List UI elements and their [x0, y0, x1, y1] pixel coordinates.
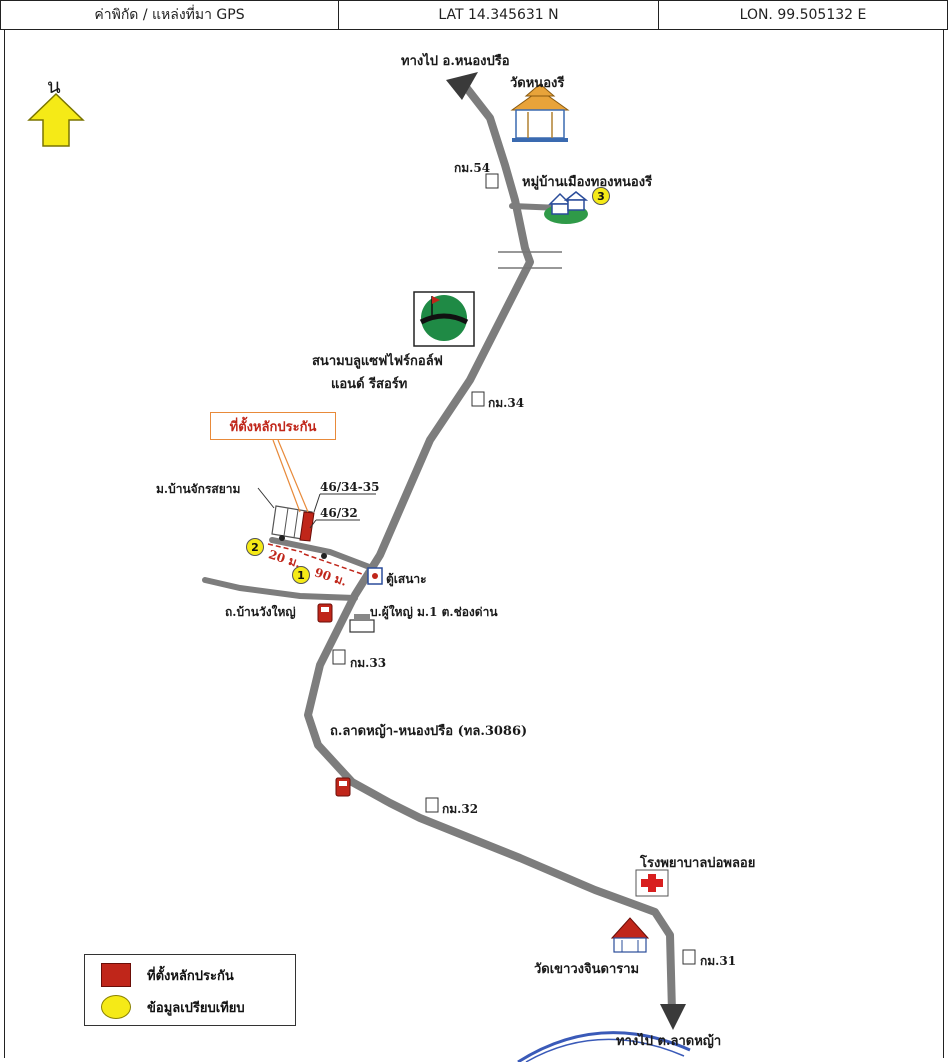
- legend-row-collateral: ที่ตั้งหลักประกัน: [85, 963, 234, 987]
- gas-station-icon-south: [335, 777, 351, 797]
- label-to-north: ทางไป อ.หนองปรือ: [401, 54, 510, 69]
- legend-swatch-yellow: [101, 995, 131, 1019]
- golf-course-icon: [413, 291, 475, 347]
- temple-icon-north: [510, 83, 570, 142]
- distance-20m-arrow: [267, 543, 303, 553]
- north-road-arrow: [446, 72, 478, 100]
- label-temple-north: วัดหนองรี: [510, 76, 565, 91]
- label-ban-jak: ม.บ้านจักรสยาม: [156, 482, 241, 496]
- collateral-callout: ที่ตั้งหลักประกัน: [210, 412, 336, 440]
- hospital-icon: [635, 869, 669, 897]
- label-to-south: ทางไป ต.ลาดหญ้า: [616, 1034, 722, 1049]
- map-legend: ที่ตั้งหลักประกัน ข้อมูลเปรียบเทียบ: [84, 954, 296, 1026]
- soi-road: [269, 537, 375, 571]
- collateral-plots: [271, 505, 315, 542]
- village-icon: [544, 191, 589, 224]
- distance-90m-arrow: [303, 553, 363, 575]
- km-post-icon-33: [332, 649, 346, 665]
- label-road-name: ถ.ลาดหญ้า-หนองปรือ (ทล.3086): [330, 724, 528, 739]
- label-temple-south: วัดเขาวงจินดาราม: [534, 962, 640, 977]
- label-km33: กม.33: [350, 656, 387, 670]
- label-kiosk: ตู้เสนาะ: [386, 572, 427, 586]
- phone-kiosk-icon: [367, 567, 383, 585]
- comparison-marker-1: 1: [292, 566, 310, 584]
- wang-yai-road: [202, 577, 358, 601]
- gas-station-icon: [317, 603, 333, 623]
- main-road: [304, 78, 676, 1016]
- label-golf-line1: สนามบลูแซฟไฟร์กอล์ฟ: [312, 354, 443, 369]
- label-km32: กม.32: [442, 802, 479, 816]
- legend-collateral-text: ที่ตั้งหลักประกัน: [147, 968, 234, 984]
- km-post-icon-32: [425, 797, 439, 813]
- label-plot-a: 46/34-35: [320, 480, 380, 494]
- label-plot-b: 46/32: [320, 506, 358, 520]
- label-km31: กม.31: [700, 954, 737, 968]
- km-post-icon-31: [682, 949, 696, 965]
- latitude-value: LAT 14.345631 N: [339, 1, 659, 29]
- legend-row-comparison: ข้อมูลเปรียบเทียบ: [85, 995, 245, 1019]
- legend-swatch-red: [101, 963, 131, 987]
- label-km54: กม.54: [454, 161, 491, 175]
- stamp-seal: [517, 1031, 691, 1062]
- label-village: หมู่บ้านเมืองทองหนองรี: [522, 175, 653, 190]
- label-km34: กม.34: [488, 396, 525, 410]
- longitude-value: LON. 99.505132 E: [739, 7, 867, 23]
- map-frame: [4, 30, 944, 1058]
- label-golf-line2: แอนด์ รีสอร์ท: [331, 377, 408, 392]
- km-post-icon-54: [485, 173, 499, 189]
- temple-icon-south: [610, 917, 650, 953]
- km-post-icon-34: [471, 391, 485, 407]
- label-wang-yai: ถ.บ้านวังใหญ่: [225, 605, 296, 619]
- headman-house-icon: [349, 614, 375, 633]
- legend-comparison-text: ข้อมูลเปรียบเทียบ: [147, 1000, 245, 1016]
- label-hospital: โรงพยาบาลบ่อพลอย: [640, 856, 756, 871]
- south-road-arrow: [660, 1004, 686, 1030]
- coordinate-header: ค่าพิกัด / แหล่งที่มา GPS LAT 14.345631 …: [0, 0, 948, 30]
- comparison-marker-2: 2: [246, 538, 264, 556]
- label-headman: บ.ผู้ใหญ่ ม.1 ต.ช่องด่าน: [370, 605, 498, 619]
- comparison-marker-3: 3: [592, 187, 610, 205]
- north-arrow: น: [25, 74, 87, 148]
- coord-source-label: ค่าพิกัด / แหล่งที่มา GPS: [1, 1, 339, 29]
- north-label: น: [47, 74, 61, 98]
